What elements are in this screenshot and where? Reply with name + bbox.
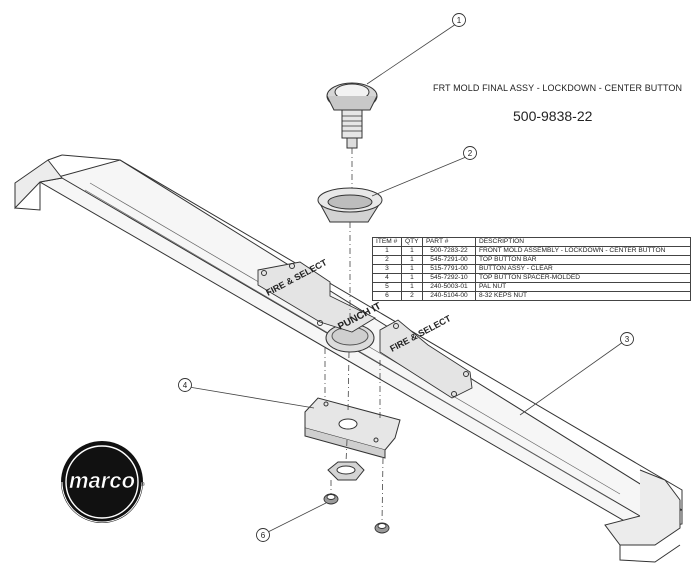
bom-item: 6 — [372, 291, 402, 301]
table-row: 3 1 515-7791-00 BUTTON ASSY - CLEAR — [372, 264, 691, 274]
bom-part: 500-7283-22 — [422, 246, 476, 256]
callout-balloon-2: 4 — [178, 378, 192, 392]
bom-header-part: PART # — [422, 237, 476, 247]
bom-header-item: ITEM # — [372, 237, 402, 247]
assembly-centerlines — [324, 148, 384, 523]
bom-desc: 8-32 KEPS NUT — [475, 291, 691, 301]
callout-label-1: 3 — [625, 335, 630, 344]
table-row: 1 1 500-7283-22 FRONT MOLD ASSEMBLY - LO… — [372, 246, 691, 256]
drawing-title: FRT MOLD FINAL ASSY - LOCKDOWN - CENTER … — [433, 83, 683, 93]
top-button-bar — [304, 397, 401, 459]
marco-logo: marco ® — [61, 441, 145, 523]
table-row: 4 1 545-7292-10 TOP BUTTON SPACER-MOLDED — [372, 273, 691, 283]
bom-desc: PAL NUT — [475, 282, 691, 292]
assembly-part-number: 500-9838-22 — [513, 108, 593, 124]
table-row: 2 1 545-7291-00 TOP BUTTON BAR — [372, 255, 691, 265]
callout-balloon-3: 1 — [452, 13, 466, 27]
bom-item: 3 — [372, 264, 402, 274]
table-row: 6 2 240-5104-00 8-32 KEPS NUT — [372, 291, 691, 301]
table-row: 5 1 240-5003-01 PAL NUT — [372, 282, 691, 292]
bom-qty: 1 — [401, 273, 423, 283]
callout-balloon-1: 3 — [620, 332, 634, 346]
bom-part: 240-5003-01 — [422, 282, 476, 292]
bom-part: 545-7291-00 — [422, 255, 476, 265]
callout-leaders — [188, 23, 624, 533]
keps-nut-left — [323, 493, 339, 505]
decal-plate-left: FIRE & SELECT PUNCH IT — [257, 257, 383, 333]
front-mold-bar — [14, 154, 683, 563]
bom-part: 240-5104-00 — [422, 291, 476, 301]
top-button-spacer — [317, 187, 383, 223]
callout-label-6: 6 — [261, 531, 266, 540]
bom-desc: BUTTON ASSY - CLEAR — [475, 264, 691, 274]
callout-label-2: 4 — [183, 381, 188, 390]
callout-balloon-6: 6 — [256, 528, 270, 542]
bom-header-qty: QTY — [401, 237, 423, 247]
bill-of-materials-table: ITEM # QTY PART # DESCRIPTION 1 1 500-72… — [372, 237, 691, 301]
bom-item: 2 — [372, 255, 402, 265]
callout-label-3: 1 — [457, 16, 462, 25]
bom-header-row: ITEM # QTY PART # DESCRIPTION — [372, 237, 691, 247]
bom-desc: FRONT MOLD ASSEMBLY - LOCKDOWN - CENTER … — [475, 246, 691, 256]
bom-qty: 1 — [401, 264, 423, 274]
keps-nut-right — [374, 522, 390, 534]
bom-qty: 1 — [401, 255, 423, 265]
bom-item: 5 — [372, 282, 402, 292]
bom-qty: 1 — [401, 246, 423, 256]
bom-qty: 1 — [401, 282, 423, 292]
marco-logo-text: marco — [69, 468, 135, 493]
callout-balloon-4: 2 — [463, 146, 477, 160]
bom-item: 1 — [372, 246, 402, 256]
bom-part: 545-7292-10 — [422, 273, 476, 283]
callout-label-4: 2 — [468, 149, 473, 158]
bom-desc: TOP BUTTON BAR — [475, 255, 691, 265]
bom-qty: 2 — [401, 291, 423, 301]
button-assy-clear — [326, 82, 378, 149]
registered-mark-icon: ® — [141, 481, 145, 488]
pal-nut — [327, 461, 365, 481]
bom-desc: TOP BUTTON SPACER-MOLDED — [475, 273, 691, 283]
bom-item: 4 — [372, 273, 402, 283]
bom-part: 515-7791-00 — [422, 264, 476, 274]
bom-header-description: DESCRIPTION — [475, 237, 691, 247]
